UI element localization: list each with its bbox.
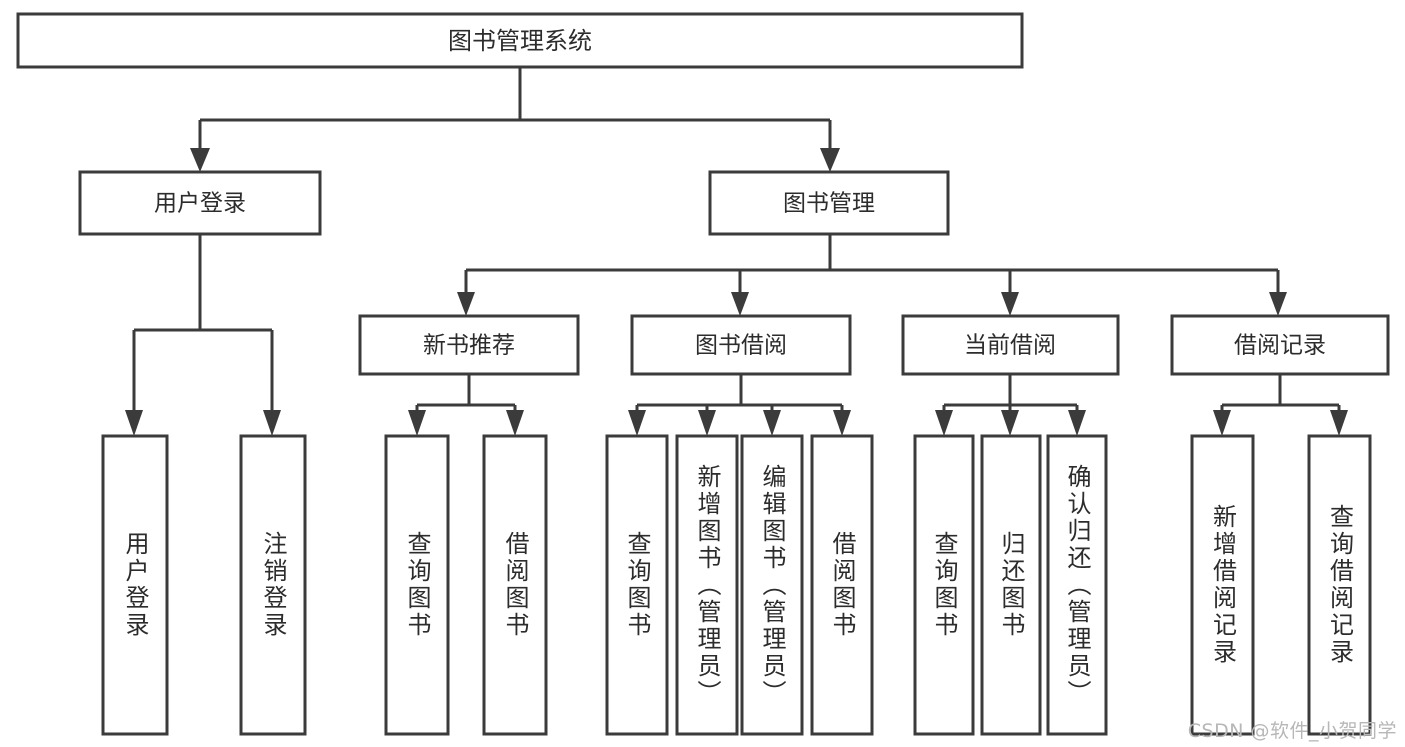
leaf-confirm-return[interactable]: 确认归还（管理员） bbox=[1046, 434, 1108, 736]
leaf-query-book-3[interactable]: 查询图书 bbox=[913, 434, 975, 736]
leaf-label-add-book: 新增图书（管理员） bbox=[693, 463, 721, 707]
node-box-leaf-add-book[interactable] bbox=[675, 434, 739, 736]
node-current-borrow[interactable]: 当前借阅 bbox=[901, 314, 1120, 376]
arrowhead-bookmgmt bbox=[820, 148, 840, 172]
arrowhead-records bbox=[1269, 292, 1287, 316]
arrowhead-leaf-borrow-book-1 bbox=[506, 410, 524, 436]
leaf-label-query-book-2: 查询图书 bbox=[623, 531, 651, 639]
node-label-root: 图书管理系统 bbox=[448, 27, 592, 55]
node-box-new-book-recommend[interactable] bbox=[358, 314, 580, 376]
node-box-leaf-query-record[interactable] bbox=[1307, 434, 1372, 736]
arrowhead-leaf-logout bbox=[263, 410, 281, 436]
leaf-label-fo-query-book-2: 查询图书 bbox=[623, 531, 651, 639]
csdn-watermark: CSDN @软件_小贺同学 bbox=[1187, 720, 1397, 742]
leaf-label-query-record: 查询借阅记录 bbox=[1325, 504, 1354, 666]
node-box-leaf-return-book[interactable] bbox=[980, 434, 1042, 736]
leaf-label-return-book: 归还图书 bbox=[997, 531, 1025, 639]
leaf-label-user-login: 用户登录 bbox=[121, 531, 149, 639]
leaf-label-confirm-return: 确认归还（管理员） bbox=[1063, 463, 1091, 707]
leaf-label-add-record: 新增借阅记录 bbox=[1208, 504, 1237, 666]
node-box-leaf-borrow-book-2[interactable] bbox=[810, 434, 874, 736]
leaf-label-borrow-book-1: 借阅图书 bbox=[501, 531, 529, 639]
leaf-label-fo-query-record: 查询借阅记录 bbox=[1325, 504, 1354, 666]
node-box-leaf-confirm-return[interactable] bbox=[1046, 434, 1108, 736]
arrowhead-leaf-query-record bbox=[1330, 410, 1348, 436]
arrowhead-borrow bbox=[731, 292, 749, 316]
leaf-label-query-book-3: 查询图书 bbox=[930, 531, 958, 639]
node-box-root[interactable] bbox=[16, 12, 1024, 69]
arrowhead-leaf-query-book-3 bbox=[935, 410, 953, 436]
node-box-leaf-logout[interactable] bbox=[239, 434, 307, 736]
leaf-query-book-2[interactable]: 查询图书 bbox=[605, 434, 669, 736]
leaf-label-fo-return-book: 归还图书 bbox=[997, 531, 1025, 639]
leaf-borrow-book-2[interactable]: 借阅图书 bbox=[810, 434, 874, 736]
node-box-leaf-query-book-1[interactable] bbox=[384, 434, 450, 736]
node-label-user-login: 用户登录 bbox=[154, 191, 246, 217]
node-label-book-borrow: 图书借阅 bbox=[695, 333, 787, 359]
arrowhead-leaf-return-book bbox=[1001, 410, 1019, 436]
node-book-borrow[interactable]: 图书借阅 bbox=[630, 314, 852, 376]
leaf-label-fo-confirm-return: 确认归还（管理员） bbox=[1063, 463, 1091, 707]
arrowhead-current bbox=[1001, 292, 1019, 316]
node-box-book-management[interactable] bbox=[708, 170, 950, 236]
arrowhead-leaf-borrow-book-2 bbox=[833, 410, 851, 436]
node-box-leaf-borrow-book-1[interactable] bbox=[482, 434, 548, 736]
node-box-borrow-records[interactable] bbox=[1170, 314, 1390, 376]
leaf-label-edit-book: 编辑图书（管理员） bbox=[758, 463, 786, 707]
node-root-system[interactable]: 图书管理系统 bbox=[16, 12, 1024, 69]
arrowhead-leaf-edit-book bbox=[763, 410, 781, 436]
arrowhead-newbook bbox=[457, 292, 475, 316]
node-label-current-borrow: 当前借阅 bbox=[964, 333, 1056, 359]
connector-layer bbox=[125, 67, 1348, 436]
arrowhead-leaf-add-record bbox=[1213, 410, 1231, 436]
node-box-leaf-query-book-2[interactable] bbox=[605, 434, 669, 736]
leaf-label-fo-add-record: 新增借阅记录 bbox=[1208, 504, 1237, 666]
leaf-label-fo-edit-book: 编辑图书（管理员） bbox=[758, 463, 786, 707]
node-label-book-management: 图书管理 bbox=[783, 191, 875, 217]
leaf-edit-book[interactable]: 编辑图书（管理员） bbox=[740, 434, 804, 736]
leaf-label-logout: 注销登录 bbox=[259, 531, 287, 639]
arrowhead-leaf-query-book-2 bbox=[628, 410, 646, 436]
node-box-leaf-query-book-3[interactable] bbox=[913, 434, 975, 736]
arrowhead-leaf-query-book-1 bbox=[408, 410, 426, 436]
leaf-query-record[interactable]: 查询借阅记录 bbox=[1307, 434, 1372, 736]
leaf-return-book[interactable]: 归还图书 bbox=[980, 434, 1042, 736]
leaf-add-book[interactable]: 新增图书（管理员） bbox=[675, 434, 739, 736]
leaf-label-fo-borrow-book-1: 借阅图书 bbox=[501, 531, 529, 639]
node-label-new-book-recommend: 新书推荐 bbox=[423, 333, 515, 359]
leaf-label-fo-user-login: 用户登录 bbox=[121, 531, 149, 639]
leaf-add-record[interactable]: 新增借阅记录 bbox=[1190, 434, 1255, 736]
arrowhead-login bbox=[190, 148, 210, 172]
node-label-borrow-records: 借阅记录 bbox=[1234, 333, 1326, 359]
arrowhead-leaf-user-login bbox=[125, 410, 143, 436]
node-box-user-login[interactable] bbox=[78, 170, 322, 236]
leaf-logout[interactable]: 注销登录 bbox=[239, 434, 307, 736]
node-box-leaf-add-record[interactable] bbox=[1190, 434, 1255, 736]
leaf-query-book-1[interactable]: 查询图书 bbox=[384, 434, 450, 736]
leaf-label-fo-add-book: 新增图书（管理员） bbox=[693, 463, 721, 707]
node-borrow-records[interactable]: 借阅记录 bbox=[1170, 314, 1390, 376]
node-box-book-borrow[interactable] bbox=[630, 314, 852, 376]
leaf-label-fo-borrow-book-2: 借阅图书 bbox=[828, 531, 856, 639]
node-book-management[interactable]: 图书管理 bbox=[708, 170, 950, 236]
node-box-leaf-user-login[interactable] bbox=[101, 434, 169, 736]
node-user-login[interactable]: 用户登录 bbox=[78, 170, 322, 236]
leaf-user-login[interactable]: 用户登录 bbox=[101, 434, 169, 736]
leaf-label-borrow-book-2: 借阅图书 bbox=[828, 531, 856, 639]
leaf-borrow-book-1[interactable]: 借阅图书 bbox=[482, 434, 548, 736]
node-box-leaf-edit-book[interactable] bbox=[740, 434, 804, 736]
leaf-label-fo-logout: 注销登录 bbox=[259, 531, 287, 639]
arrowhead-leaf-add-book bbox=[698, 410, 716, 436]
arrowhead-leaf-confirm-return bbox=[1068, 410, 1086, 436]
leaf-label-fo-query-book-1: 查询图书 bbox=[403, 531, 431, 639]
node-new-book-recommend[interactable]: 新书推荐 bbox=[358, 314, 580, 376]
leaf-label-query-book-1: 查询图书 bbox=[403, 531, 431, 639]
leaf-label-fo-query-book-3: 查询图书 bbox=[930, 531, 958, 639]
node-box-current-borrow[interactable] bbox=[901, 314, 1120, 376]
